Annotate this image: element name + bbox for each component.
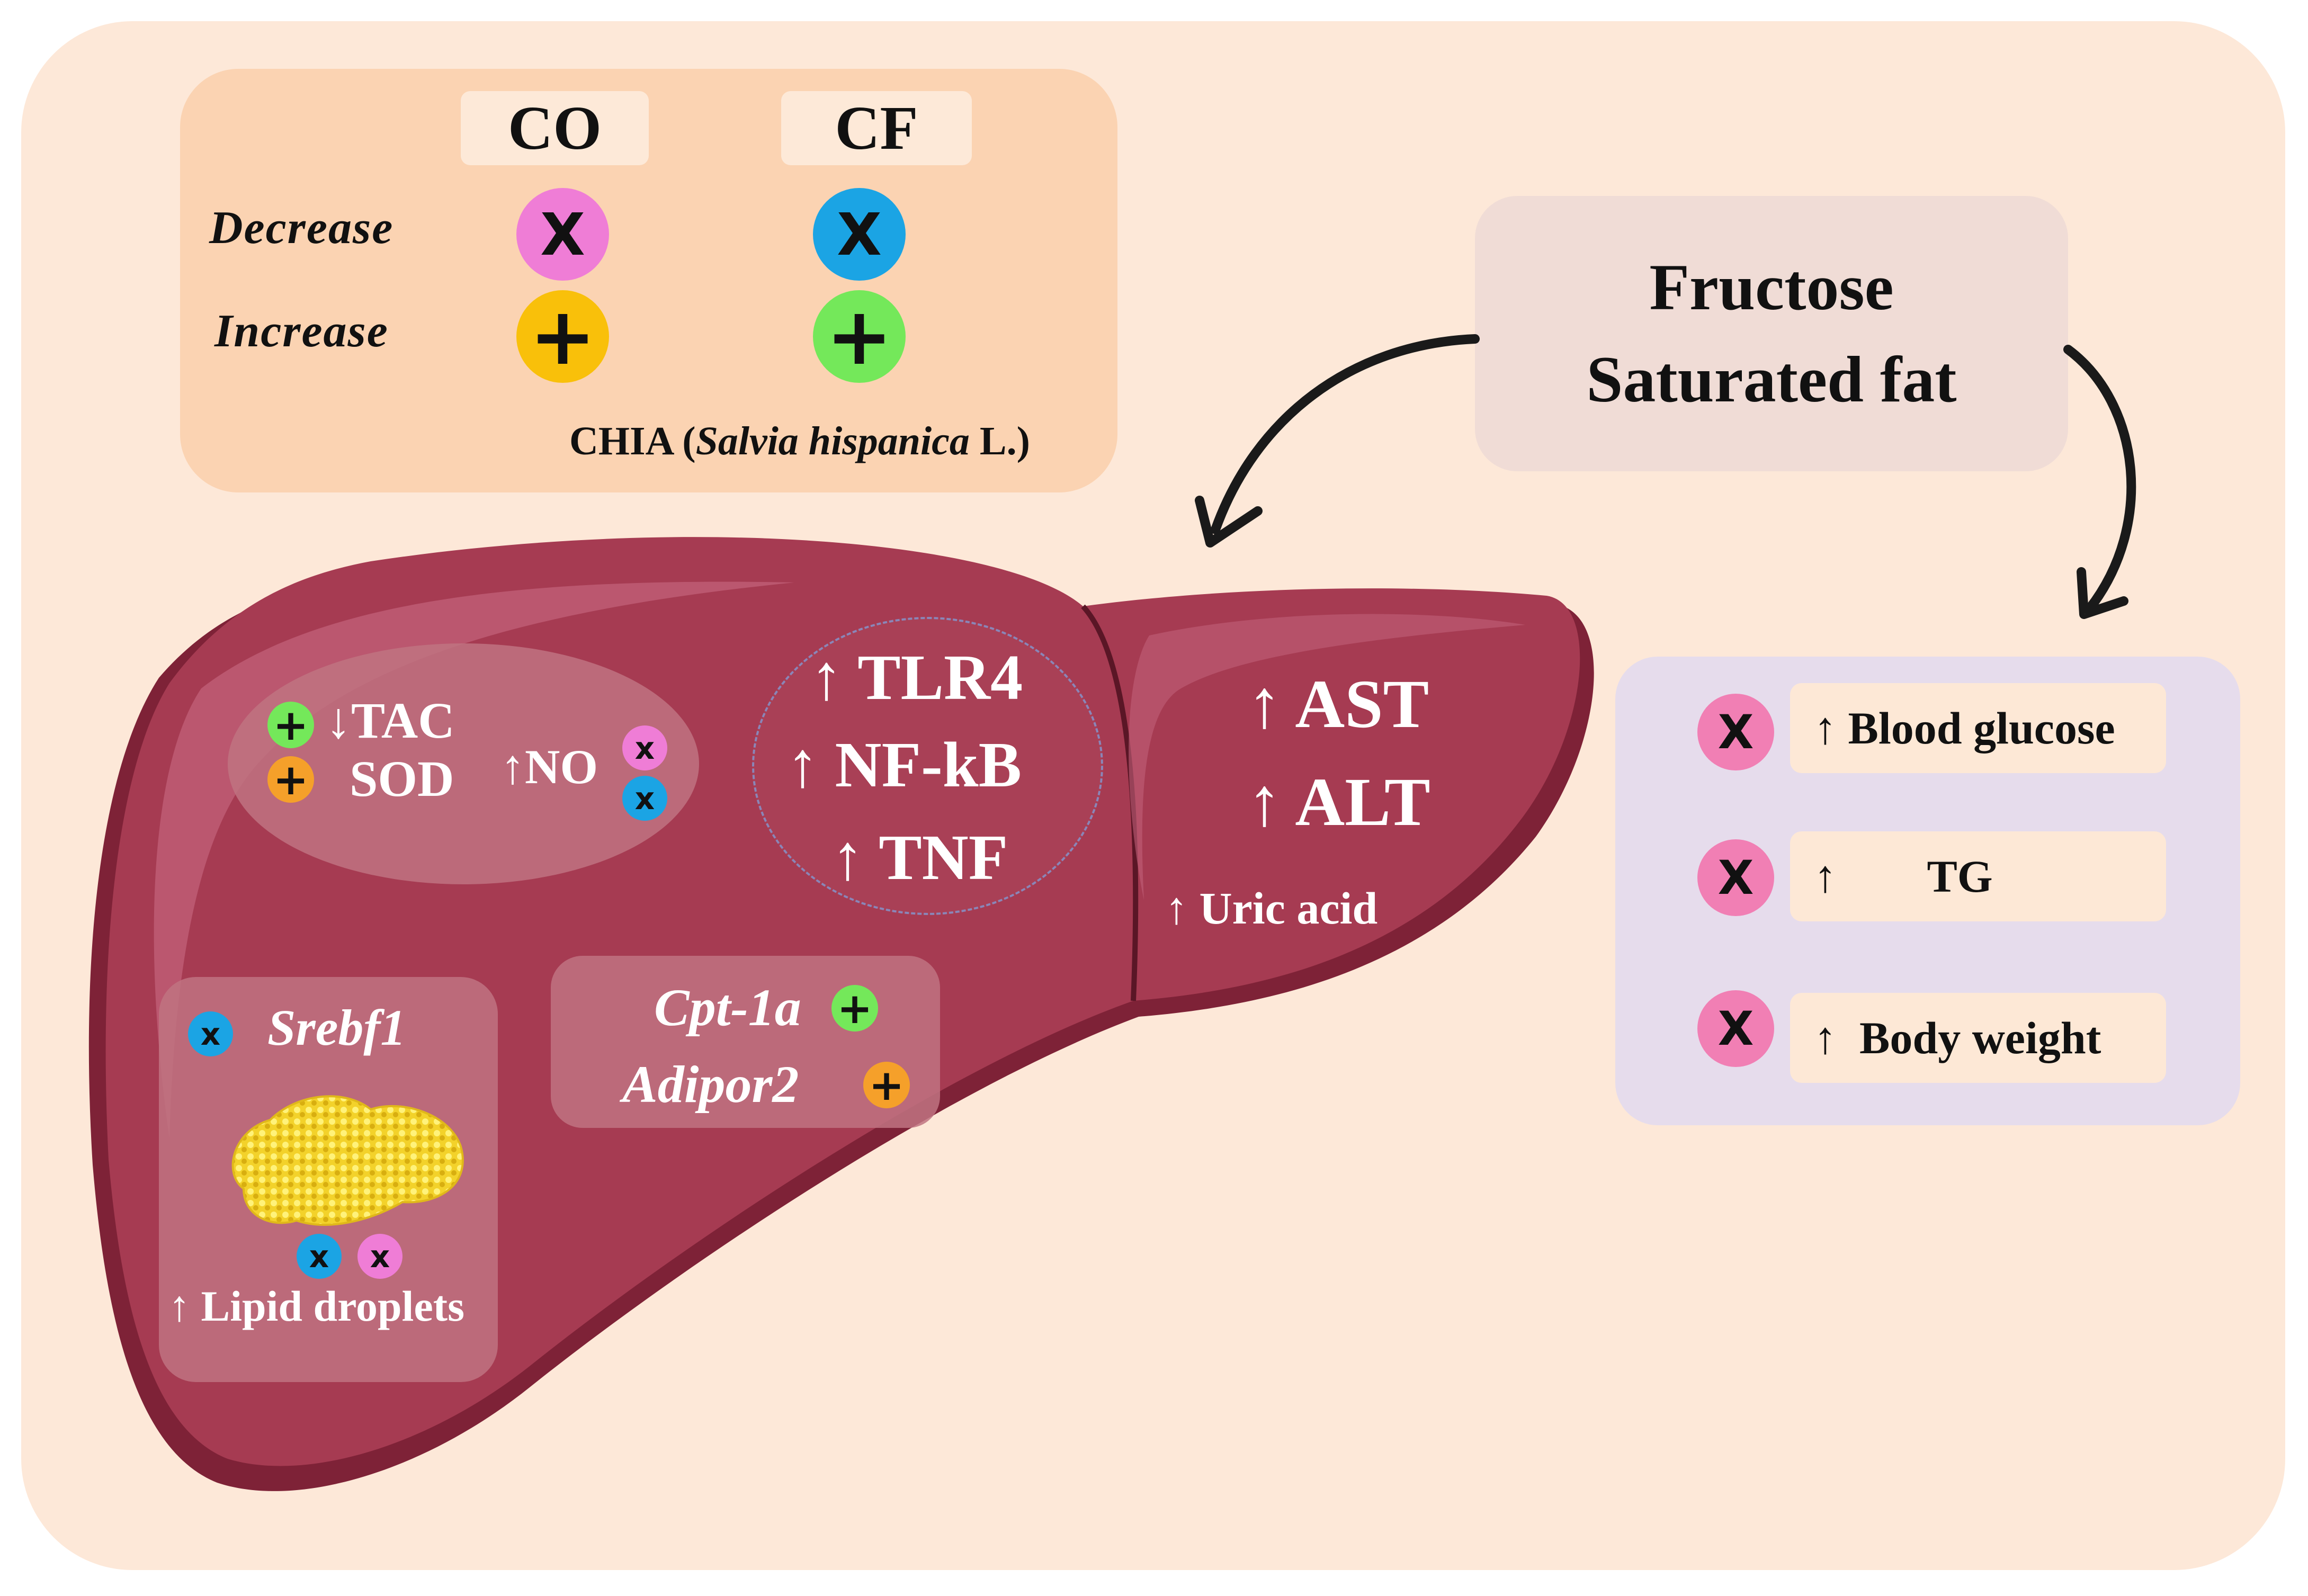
legend-caption-prefix: CHIA ( xyxy=(569,419,696,463)
plus-icon: + xyxy=(869,1060,905,1110)
no-co-decrease-badge: x xyxy=(622,725,667,770)
cpt1a-cf-increase-badge: + xyxy=(831,983,878,1033)
adipor2-increase-badge: + xyxy=(863,1060,910,1110)
uric-acid-label: ↑ Uric acid xyxy=(1165,883,1378,934)
legend-cf-decrease-badge: X xyxy=(813,188,906,281)
x-icon: x xyxy=(370,1238,390,1275)
lipid-droplets-co-decrease-badge: x xyxy=(357,1234,402,1279)
x-icon: X xyxy=(837,200,882,268)
diet-box: Fructose Saturated fat xyxy=(1475,196,2068,471)
tac-label: ↓TAC xyxy=(326,692,455,749)
legend-co-increase-badge: + xyxy=(516,290,609,383)
sod-increase-badge: + xyxy=(267,755,314,804)
outcome-blood-glucose-text: ↑ Blood glucose xyxy=(1814,703,2115,754)
tnf-label: ↑ TNF xyxy=(831,822,1008,893)
x-icon: X xyxy=(1717,705,1754,759)
outcome-body-weight-text: ↑ Body weight xyxy=(1814,1012,2101,1063)
legend-header-cf: CF xyxy=(781,91,972,165)
x-icon: x xyxy=(309,1238,329,1275)
inflammation-region xyxy=(752,617,1103,915)
nfkb-label: ↑ NF-kB xyxy=(786,729,1022,801)
outcome-blood-glucose-label: ↑ Blood glucose xyxy=(1790,683,2166,773)
legend-header-cf-text: CF xyxy=(835,93,918,163)
legend-row-increase-label: Increase xyxy=(214,306,389,357)
alt-label: ↑ ALT xyxy=(1247,764,1430,840)
diet-to-outcomes-arrow xyxy=(2063,345,2136,619)
legend-cf-increase-badge: + xyxy=(813,290,906,383)
outcome-tg-label: ↑ TG xyxy=(1790,831,2166,921)
ast-label: ↑ AST xyxy=(1247,666,1429,742)
lipid-droplets-label: ↑ Lipid droplets xyxy=(168,1282,464,1330)
x-icon: X xyxy=(1717,850,1754,905)
legend-co-decrease-badge: X xyxy=(516,188,609,281)
legend-header-co: CO xyxy=(461,91,649,165)
no-cf-decrease-badge: x xyxy=(622,776,667,821)
no-label: ↑NO xyxy=(500,740,598,794)
diet-line-saturated-fat: Saturated fat xyxy=(1586,343,1957,416)
plus-icon: + xyxy=(273,700,309,750)
x-icon: X xyxy=(1717,1001,1754,1056)
x-icon: x xyxy=(634,730,655,766)
plus-icon: + xyxy=(273,755,309,804)
tlr4-label: ↑ TLR4 xyxy=(810,642,1023,713)
outcome-tg-x-badge: X xyxy=(1697,839,1774,916)
outcome-tg-text: ↑ TG xyxy=(1814,851,1993,902)
plus-icon: + xyxy=(529,290,596,383)
plus-icon: + xyxy=(826,290,893,383)
cpt1a-label: Cpt-1a xyxy=(654,978,801,1037)
x-icon: x xyxy=(200,1016,221,1052)
legend-header-co-text: CO xyxy=(508,93,602,163)
lipid-droplets-icon xyxy=(231,1095,464,1226)
sod-label: SOD xyxy=(350,750,454,807)
legend-caption-species: Salvia hispanica xyxy=(695,419,970,463)
outcome-body-weight-label: ↑ Body weight xyxy=(1790,993,2166,1083)
srebf1-cf-decrease-badge: x xyxy=(188,1011,233,1056)
srebf1-label: Srebf1 xyxy=(267,999,406,1056)
legend-row-decrease-label: Decrease xyxy=(209,202,394,254)
x-icon: x xyxy=(634,780,655,817)
liver-lobe-highlight xyxy=(1129,614,1525,900)
legend-caption-suffix: L.) xyxy=(969,419,1030,463)
tac-cf-increase-badge: + xyxy=(267,700,314,750)
plus-icon: + xyxy=(837,983,873,1033)
x-icon: X xyxy=(540,200,585,268)
adipor2-label: Adipor2 xyxy=(622,1055,799,1114)
lipid-droplets-cf-decrease-badge: x xyxy=(297,1234,342,1279)
diet-line-fructose: Fructose xyxy=(1649,251,1894,324)
legend-caption: CHIA (Salvia hispanica L.) xyxy=(569,418,1030,464)
outcome-blood-glucose-x-badge: X xyxy=(1697,694,1774,770)
diet-to-liver-arrow xyxy=(1195,334,1480,548)
outcome-body-weight-x-badge: X xyxy=(1697,990,1774,1067)
